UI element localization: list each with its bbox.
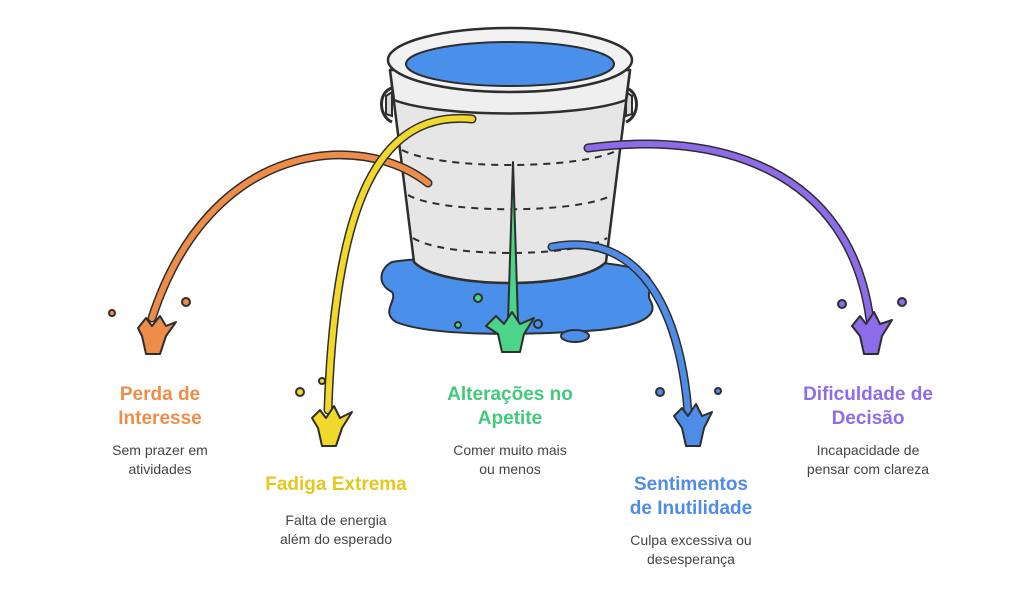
item-desc-line: desesperança xyxy=(647,551,735,567)
bucket-handle xyxy=(385,90,393,118)
bucket-handle xyxy=(625,86,638,124)
splash-blue xyxy=(655,387,722,447)
item-title-line: de Inutilidade xyxy=(629,498,753,519)
water-droplet xyxy=(533,319,543,329)
item-title: Sentimentos de Inutilidade xyxy=(596,473,786,521)
bucket-seam xyxy=(401,149,619,166)
item-description: Comer muito mais ou menos xyxy=(420,441,600,479)
item-title-line: Fadiga Extrema xyxy=(265,474,407,495)
splash-orange xyxy=(108,297,191,355)
item-dificuldade-de-decisao: Dificuldade de Decisão Incapacidade de p… xyxy=(778,383,958,479)
item-desc-line: Comer muito mais xyxy=(453,442,567,458)
stream-purple xyxy=(585,140,873,323)
item-desc-line: Sem prazer em xyxy=(112,442,208,458)
item-fadiga-extrema: Fadiga Extrema Falta de energia além do … xyxy=(236,473,436,549)
item-desc-line: Incapacidade de xyxy=(816,442,920,458)
item-title: Fadiga Extrema xyxy=(236,473,436,497)
item-desc-line: Culpa excessiva ou xyxy=(630,532,752,548)
item-perda-de-interesse: Perda de Interesse Sem prazer em ativida… xyxy=(70,383,250,479)
item-title: Dificuldade de Decisão xyxy=(778,383,958,431)
item-title-line: Apetite xyxy=(477,408,543,429)
item-title-line: Decisão xyxy=(831,408,905,429)
stream-yellow xyxy=(325,115,475,413)
item-title-line: Perda de xyxy=(119,384,201,405)
bucket-water xyxy=(405,41,615,87)
item-title-line: Alterações no xyxy=(447,384,573,405)
bucket-handle xyxy=(380,86,393,124)
item-desc-line: além do esperado xyxy=(279,531,393,547)
splash-green xyxy=(454,293,535,353)
item-description: Incapacidade de pensar com clareza xyxy=(778,441,958,479)
item-title-line: Interesse xyxy=(118,408,202,429)
item-title: Alterações no Apetite xyxy=(420,383,600,431)
water-droplet xyxy=(560,329,590,343)
item-alteracoes-no-apetite: Alterações no Apetite Comer muito mais o… xyxy=(420,383,600,479)
stream-blue xyxy=(549,241,691,415)
item-description: Culpa excessiva ou desesperança xyxy=(596,531,786,569)
item-desc-line: atividades xyxy=(128,461,192,477)
item-desc-line: Falta de energia xyxy=(285,512,387,528)
stream-orange xyxy=(149,151,431,321)
item-title-line: Sentimentos xyxy=(633,474,749,495)
bucket-seam xyxy=(412,237,608,254)
bucket-seam xyxy=(407,194,613,211)
item-title: Perda de Interesse xyxy=(70,383,250,431)
item-description: Falta de energia além do esperado xyxy=(236,511,436,549)
item-description: Sem prazer em atividades xyxy=(70,441,250,479)
item-desc-line: ou menos xyxy=(479,461,541,477)
splash-yellow xyxy=(295,377,353,447)
item-sentimentos-de-inutilidade: Sentimentos de Inutilidade Culpa excessi… xyxy=(596,473,786,569)
item-desc-line: pensar com clareza xyxy=(806,461,930,477)
splash-purple xyxy=(837,297,907,355)
item-title-line: Dificuldade de xyxy=(803,384,933,405)
